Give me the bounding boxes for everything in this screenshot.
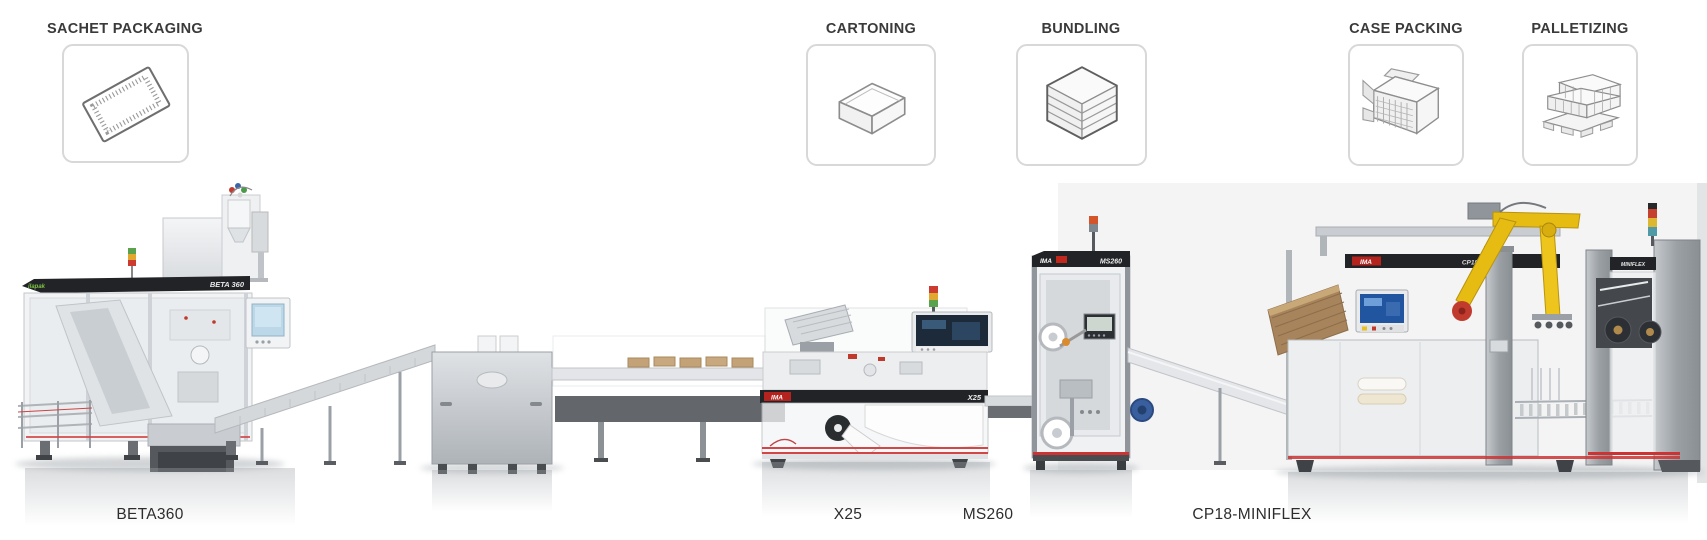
sachet-icon — [81, 66, 170, 142]
miniflex-signal-tower — [1648, 203, 1657, 246]
carton-icon — [838, 82, 906, 135]
miniflex-banner: MINIFLEX — [1610, 257, 1656, 270]
pallet-icon — [1541, 74, 1623, 138]
case-icon — [1362, 68, 1440, 135]
caption-beta360: BETA360 — [116, 506, 184, 523]
stage-label-bundling: BUNDLING — [1041, 21, 1121, 37]
stage-box-cartoning — [806, 44, 936, 166]
miniflex-banner-label: MINIFLEX — [1621, 262, 1646, 268]
beta360-reflection — [25, 468, 295, 526]
beta360-infeed-shelf — [17, 400, 93, 448]
ms260-banner: IMA MS260 — [1032, 251, 1130, 267]
ms260-outfeed-conveyor — [1127, 347, 1293, 465]
infeed-conveyor — [551, 335, 785, 462]
cp18-brand-logo: IMA — [1360, 259, 1372, 266]
miniflex-wrapping-unit — [1596, 278, 1662, 348]
beta360-hmi-screen — [245, 297, 291, 349]
stage-label-sachet-packaging: SACHET PACKAGING — [47, 21, 203, 37]
cp18-miniflex-reflection — [1288, 472, 1688, 524]
beta360-banner: ilapak BETA 360 — [22, 276, 250, 293]
x25-banner: IMA X25 — [760, 390, 988, 403]
x25-hmi-screen — [911, 311, 993, 353]
beta360-banner-label: BETA 360 — [210, 280, 245, 289]
cp18-robot-arm — [1452, 201, 1581, 329]
x25-banner-label: X25 — [967, 393, 982, 402]
machine-ms260: IMA MS260 — [1030, 216, 1132, 518]
x25-brand-chip — [764, 392, 791, 401]
x25-signal-tower — [929, 286, 938, 315]
incline-conveyor — [214, 344, 436, 465]
x25-carton-magazine — [784, 304, 854, 352]
stage-label-cartoning: CARTONING — [825, 21, 917, 37]
x25-brand-logo: IMA — [771, 395, 783, 402]
machine-cp18: IMA CP18 — [1267, 201, 1653, 466]
beta360-brand-logo: ilapak — [28, 284, 46, 290]
conveyor-products — [627, 356, 754, 368]
cp18-brand-chip — [1352, 256, 1381, 266]
stage-box-sachet-packaging — [62, 44, 189, 163]
cp18-hmi-screen — [1355, 289, 1409, 333]
stage-label-palletizing: PALLETIZING — [1531, 21, 1629, 37]
caption-x25: X25 — [833, 506, 863, 523]
ms260-signal-tower — [1089, 216, 1098, 256]
bundle-icon — [1045, 66, 1118, 140]
ms260-banner-label: MS260 — [1100, 259, 1122, 266]
machine-miniflex: MINIFLEX — [1288, 203, 1701, 524]
beta360-signal-tower — [128, 248, 136, 279]
stage-box-palletizing — [1522, 44, 1638, 166]
stage-label-case-packing: CASE PACKING — [1349, 21, 1463, 37]
caption-ms260: MS260 — [962, 506, 1014, 523]
machine-beta360: ilapak BETA 360 — [17, 183, 295, 526]
ms260-reflection — [1030, 470, 1132, 518]
cabinet-reflection — [432, 470, 552, 512]
cp18-banner-label: CP18 — [1462, 260, 1479, 267]
transfer-cabinet — [431, 335, 553, 512]
x25-reflection — [762, 462, 990, 517]
ms260-brand-logo: IMA — [1040, 258, 1052, 265]
beta360-cables — [229, 183, 253, 198]
stage-box-bundling — [1016, 44, 1147, 166]
stage-box-case-packing — [1348, 44, 1464, 166]
cp18-banner: IMA CP18 — [1345, 254, 1560, 268]
cp18-blank-magazine — [1267, 284, 1349, 356]
caption-cp18-miniflex: CP18-MINIFLEX — [1192, 506, 1312, 523]
ms260-hmi-screen — [1083, 313, 1116, 340]
machine-x25: IMA X25 — [760, 286, 1036, 517]
